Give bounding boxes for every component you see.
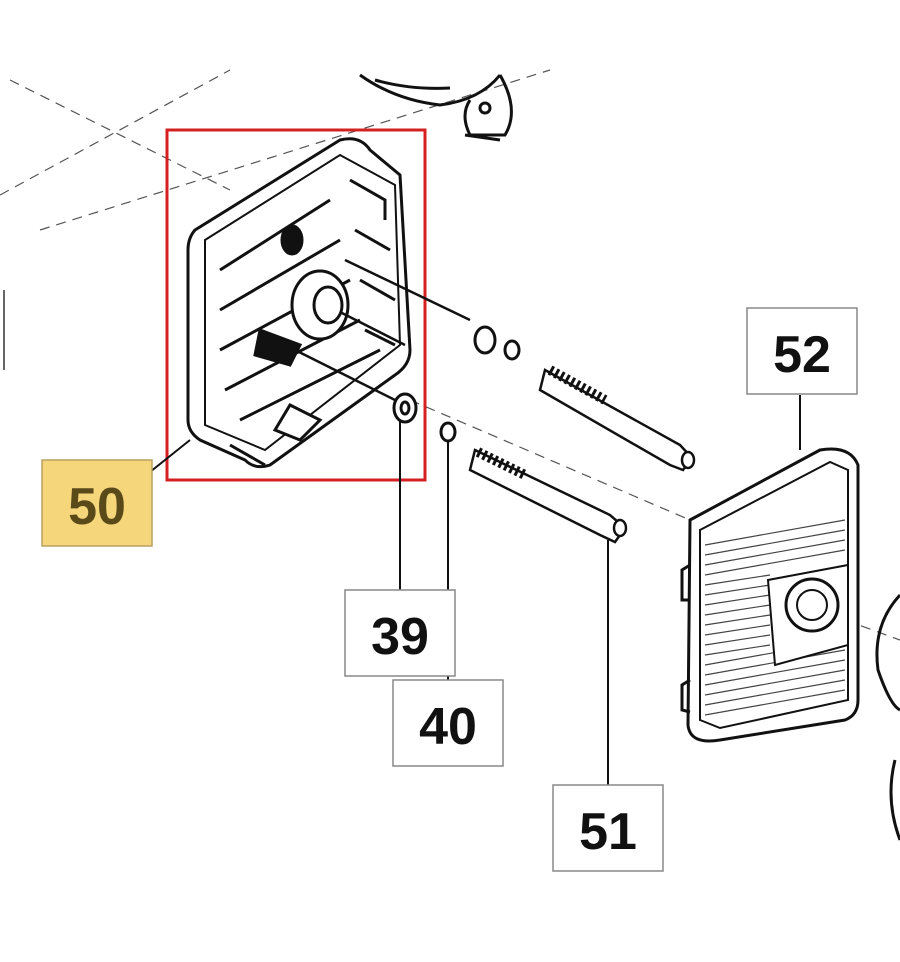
right-edge-fragment [875, 593, 900, 841]
selection-highlight-frame [165, 128, 427, 482]
part-51-bolt-upper[interactable] [344, 258, 696, 472]
callout-52-label: 52 [773, 326, 831, 384]
part-52-filter-element[interactable] [680, 447, 860, 743]
callout-39-box [344, 589, 456, 677]
callout-51-box [552, 784, 664, 872]
callout-50-label: 50 [68, 478, 126, 536]
part-50-filter-cover[interactable] [186, 137, 412, 469]
callout-40[interactable]: 40 [392, 679, 504, 767]
callout-50[interactable]: 50 [41, 459, 153, 547]
filter-pleats [704, 519, 846, 716]
callout-40-box [392, 679, 504, 767]
callout-39-label: 39 [371, 608, 429, 666]
callout-40-label: 40 [419, 698, 477, 756]
engine-housing-fragment [359, 73, 513, 142]
callout-52[interactable]: 52 [746, 307, 858, 395]
axis-line [9, 79, 231, 191]
callout-50-box [41, 459, 153, 547]
callout-51-label: 51 [579, 803, 637, 861]
callout-39[interactable]: 39 [344, 589, 456, 677]
callout-52-box [746, 307, 858, 395]
part-40-nut[interactable] [439, 339, 521, 443]
callout-51[interactable]: 51 [552, 784, 664, 872]
part-39-washer[interactable] [392, 325, 497, 424]
part-51-bolt-lower[interactable] [274, 310, 628, 544]
axis-line [0, 69, 231, 196]
axis-line [39, 69, 551, 231]
